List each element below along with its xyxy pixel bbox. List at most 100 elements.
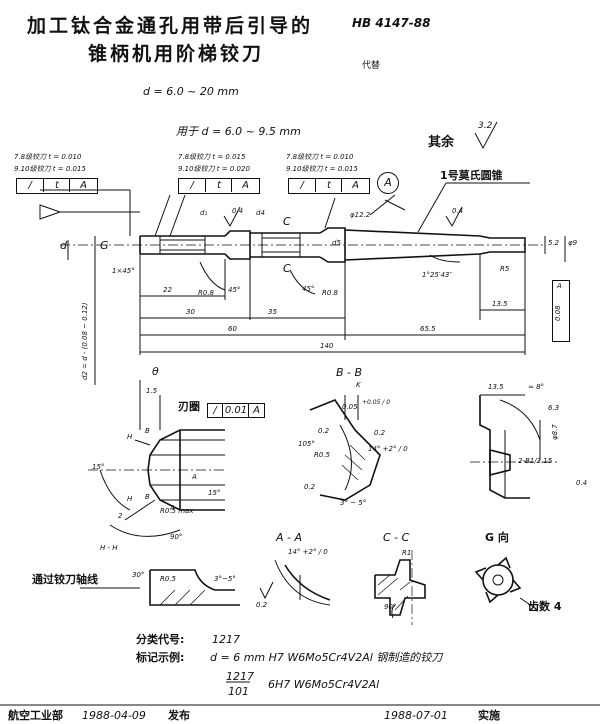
section-aa-title: A - A: [276, 531, 303, 544]
tol-right-sym: /: [300, 180, 304, 191]
section-bb-angle-105: 105°: [298, 440, 315, 448]
morse-taper-label: 1号莫氏圆锥: [440, 169, 503, 182]
label-d4: d4: [256, 209, 265, 217]
detail-b-top: B: [145, 427, 150, 435]
marking-fraction-rest: 6H7 W6Mo5Cr4V2Al: [268, 678, 380, 691]
tol-right-t: t: [315, 179, 342, 192]
detail-a-top: A: [192, 473, 197, 481]
tol-right-datum: A: [341, 179, 369, 192]
ra-04: 0.4: [232, 207, 244, 215]
tol-left-datum: A: [69, 179, 97, 192]
pass-reamer-profile: [80, 569, 240, 606]
title-line1: 加工钛合金通孔用带后引导的: [27, 15, 314, 37]
label-g: G: [100, 239, 109, 252]
footer-issuer: 航空工业部: [8, 709, 63, 722]
section-bb-ra02-b: 0.2: [374, 429, 386, 437]
r08-right: R0.8: [322, 289, 338, 297]
replaces-label: 代替: [362, 61, 381, 71]
detail-tol-sym: /: [213, 405, 217, 416]
detail-tol-datum: A: [248, 404, 264, 417]
shank-ra-0-4: 0.4: [576, 479, 588, 487]
detail-dim-2: 2: [118, 512, 123, 520]
marking-example-label: 标记示例:: [136, 651, 185, 664]
tol-frame-left: / t A: [16, 178, 98, 194]
pass-reamer-angle-3-5: 3°~5°: [214, 575, 236, 583]
detail-side-edge: 刃圈: [178, 400, 200, 413]
section-bb: [309, 395, 381, 501]
footer-issue-date: 1988-04-09: [82, 709, 146, 722]
detail-tol-val: 0.01: [222, 404, 249, 417]
detail-tol-frame: / 0.01 A: [207, 403, 265, 418]
label-d1: d₁: [200, 209, 208, 217]
detail-h-top: H: [127, 433, 133, 441]
tol-frame-mid: / t A: [178, 178, 260, 194]
dim-35: 35: [268, 308, 277, 316]
taper-angle: 1°25′43″: [422, 271, 452, 279]
marking-fraction-denominator: 101: [228, 685, 249, 698]
pass-reamer-angle-30: 30°: [132, 571, 145, 579]
tol-mid-sym: /: [190, 180, 194, 191]
d2-formula: d2 = d - (0.08 ~ 0.12): [81, 302, 89, 380]
label-d: d: [60, 239, 67, 252]
section-aa-angle: 14° +2° / 0: [288, 548, 328, 556]
tol-mid-t: t: [205, 179, 232, 192]
label-d5: d5: [332, 239, 341, 247]
shank-end-detail: [470, 394, 560, 499]
surface-rest-label: 其余: [428, 135, 455, 150]
label-phi122: φ12.2: [350, 211, 371, 219]
pass-reamer-r05: R0.5: [160, 575, 176, 583]
angle-45-left: 45°: [228, 286, 241, 294]
datum-a-marker: A: [377, 172, 399, 194]
view-g-title: G 向: [485, 531, 509, 544]
detail-b-bottom: B: [145, 493, 150, 501]
section-aa-ra: 0.2: [256, 601, 268, 609]
tol-left-sym: /: [28, 180, 32, 191]
section-bb-angle-3-5: 3° ~ 5°: [340, 499, 367, 507]
detail-angle-15-right: 15°: [208, 489, 221, 497]
footer-issue-word: 发布: [168, 709, 190, 722]
view-g: [474, 556, 536, 609]
marking-fraction-numerator: 1217: [226, 670, 254, 683]
tol-mid-datum: A: [231, 179, 259, 192]
section-aa: [259, 559, 331, 606]
section-bb-k-value: 0.05: [342, 403, 358, 411]
r08-left: R0.8: [198, 289, 214, 297]
label-c-top: C: [283, 215, 291, 228]
section-bb-ra02-c: 0.2: [304, 483, 316, 491]
tol-right-line1: 7.8级铰刀 t = 0.010: [286, 153, 354, 161]
dim-65-5: 65.5: [420, 325, 436, 333]
section-cc: [374, 550, 426, 625]
section-bb-k: K: [356, 381, 361, 389]
runout-datum: A: [557, 282, 562, 290]
footer-impl-date: 1988-07-01: [384, 709, 448, 722]
tol-left-line1: 7.8级铰刀 t = 0.010: [14, 153, 82, 161]
tol-right-line2: 9.10级铰刀 t = 0.015: [286, 165, 358, 173]
detail-h-h: H - H: [100, 544, 118, 552]
shank-phi-8-7: φ8.7: [551, 424, 559, 440]
surface-rest-value: 3.2: [478, 121, 493, 131]
section-bb-r05: R0.5: [314, 451, 330, 459]
detail-angle-15-left: 15°: [92, 463, 105, 471]
footer-impl-word: 实施: [478, 709, 500, 722]
shank-dim-13-5: 13.5: [488, 383, 504, 391]
view-g-teeth: 齿数 4: [528, 600, 562, 613]
dim-5-2: 5.2: [548, 239, 560, 247]
angle-45-right: 45°: [302, 285, 315, 293]
classification-code-value: 1217: [212, 633, 240, 646]
shank-center-hole: 2-B1/3.15: [518, 457, 553, 465]
applies-to-label: 用于 d = 6.0 ~ 9.5 mm: [176, 125, 301, 138]
detail-r05max: R0.5 max: [160, 507, 194, 515]
dim-140: 140: [320, 342, 334, 350]
label-c-bottom: C: [283, 262, 291, 275]
section-bb-k-tol: +0.05 / 0: [362, 399, 391, 406]
chamfer-1x45: 1×45°: [112, 267, 135, 275]
tol-mid-line2: 9.10级铰刀 t = 0.020: [178, 165, 250, 173]
detail-a-bottom: A: [170, 504, 175, 512]
dim-13-5: 13.5: [492, 300, 508, 308]
section-bb-title: B - B: [336, 366, 363, 379]
ra-04-right: 0.4: [452, 207, 464, 215]
detail-dim-1-5: 1.5: [146, 387, 158, 395]
tol-left-line2: 9.10级铰刀 t = 0.015: [14, 165, 86, 173]
